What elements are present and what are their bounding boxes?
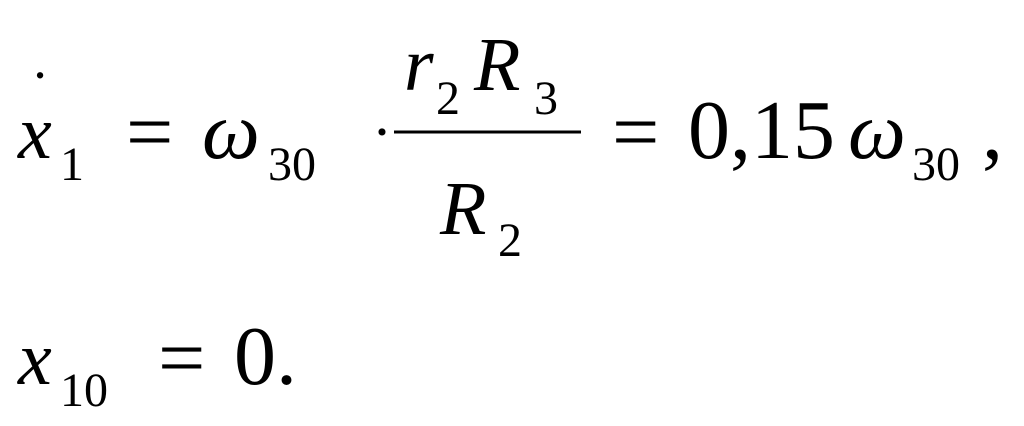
eq1-lhs-dot: ˙ (30, 59, 50, 125)
eq1-lhs-subscript: 1 (60, 138, 84, 191)
eq1-numerator-R: R (473, 23, 520, 107)
eq1-numerator-r-subscript: 2 (436, 72, 460, 125)
eq1-omega-subscript: 30 (268, 138, 316, 191)
eq1-numerator-r: r (404, 23, 434, 107)
equation-2: x 10 = 0. (17, 310, 297, 417)
eq2-equals: = (158, 312, 205, 405)
eq2-lhs-subscript: 10 (60, 364, 108, 417)
eq1-numerator-R-subscript: 3 (534, 72, 558, 125)
eq1-dot-operator: · (372, 99, 392, 165)
eq1-trailing-comma: , (982, 84, 1003, 177)
eq1-equals-1: = (126, 86, 173, 179)
eq2-lhs-symbol: x (17, 317, 52, 401)
eq1-equals-2: = (612, 86, 659, 179)
eq1-lhs-symbol: x (17, 91, 52, 175)
eq1-omega: ω (202, 85, 260, 176)
eq1-denominator-R-subscript: 2 (498, 214, 522, 267)
equation-1: ˙ x 1 = ω 30 · r 2 R 3 R 2 = 0,15 ω 30 , (17, 23, 1003, 267)
eq1-coefficient: 0,15 (688, 84, 835, 177)
eq1-omega-2-subscript: 30 (912, 138, 960, 191)
eq1-omega-2: ω (848, 85, 906, 176)
eq1-denominator-R: R (439, 167, 486, 251)
eq2-value: 0. (234, 310, 297, 403)
